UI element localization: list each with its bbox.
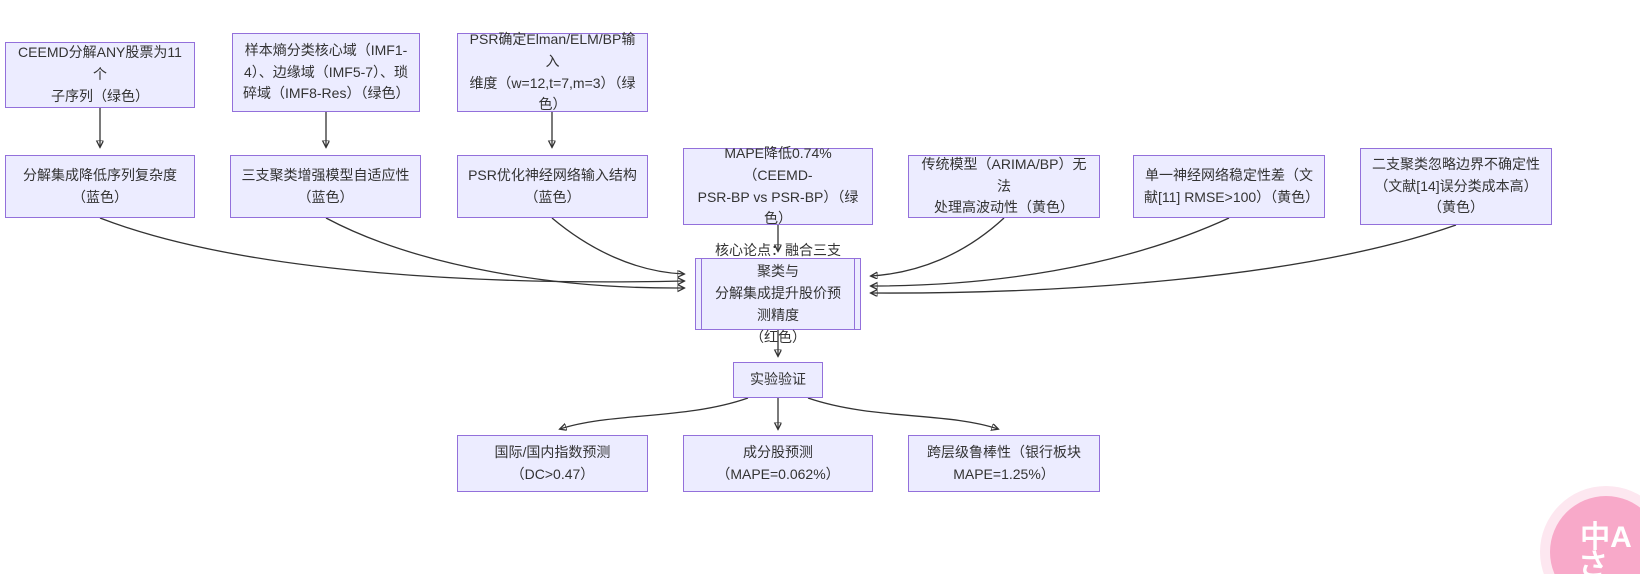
node-ceemd-decompose-label: CEEMD分解ANY股票为11个 子序列（绿色） bbox=[18, 44, 182, 104]
edge-singlenn-to-core bbox=[871, 217, 1230, 286]
node-decompose-integrate: 分解集成降低序列复杂度 （蓝色） bbox=[5, 155, 195, 218]
edge-experiment-to-index bbox=[560, 397, 749, 429]
node-traditional-models-label: 传统模型（ARIMA/BP）无法 处理高波动性（黄色） bbox=[921, 155, 1087, 216]
node-psr-optimize: PSR优化神经网络输入结构 （蓝色） bbox=[457, 155, 648, 218]
edge-experiment-to-robustness bbox=[807, 397, 998, 429]
node-single-nn-label: 单一神经网络稳定性差（文 献[11] RMSE>100）（黄色） bbox=[1144, 166, 1320, 205]
edge-cluster-to-core bbox=[325, 217, 684, 288]
node-mape-reduce: MAPE降低0.74%（CEEMD- PSR-BP vs PSR-BP）（绿 色… bbox=[683, 145, 873, 226]
node-cross-level-robustness-label: 跨层级鲁棒性（银行板块 MAPE=1.25%） bbox=[927, 443, 1081, 482]
node-experiment: 实验验证 bbox=[733, 362, 823, 398]
node-two-way-cluster-label: 二支聚类忽略边界不确定性 （文献[14]误分类成本高） （黄色） bbox=[1372, 155, 1540, 216]
translate-badge-text-top: 中A bbox=[1580, 520, 1632, 554]
node-constituent-prediction: 成分股预测 （MAPE=0.062%） bbox=[683, 435, 873, 492]
node-cross-level-robustness: 跨层级鲁棒性（银行板块 MAPE=1.25%） bbox=[908, 435, 1100, 492]
node-index-prediction: 国际/国内指数预测 （DC>0.47） bbox=[457, 435, 648, 492]
node-constituent-prediction-label: 成分股预测 （MAPE=0.062%） bbox=[716, 443, 840, 482]
node-experiment-label: 实验验证 bbox=[750, 371, 806, 388]
node-single-nn: 单一神经网络稳定性差（文 献[11] RMSE>100）（黄色） bbox=[1133, 155, 1325, 218]
translate-badge-text-bottom: さ bbox=[1578, 549, 1608, 574]
node-sample-entropy: 样本熵分类核心域（IMF1- 4）、边缘域（IMF5-7）、琐 碎域（IMF8-… bbox=[232, 33, 420, 112]
node-three-way-cluster: 三支聚类增强模型自适应性 （蓝色） bbox=[230, 155, 421, 218]
node-index-prediction-label: 国际/国内指数预测 （DC>0.47） bbox=[494, 443, 611, 482]
edge-decompose-to-core bbox=[99, 217, 684, 282]
node-psr-dimensions: PSR确定Elman/ELM/BP输入 维度（w=12,t=7,m=3）（绿 色… bbox=[457, 31, 648, 112]
node-sample-entropy-label: 样本熵分类核心域（IMF1- 4）、边缘域（IMF5-7）、琐 碎域（IMF8-… bbox=[243, 41, 410, 102]
translate-badge[interactable]: 中A さ bbox=[1550, 496, 1640, 574]
node-psr-optimize-label: PSR优化神经网络输入结构 （蓝色） bbox=[468, 166, 637, 205]
node-three-way-cluster-label: 三支聚类增强模型自适应性 （蓝色） bbox=[241, 166, 410, 205]
edge-psropt-to-core bbox=[551, 217, 684, 274]
edge-twoway-to-core bbox=[871, 224, 1457, 293]
edge-traditional-to-core bbox=[871, 217, 1005, 276]
node-two-way-cluster: 二支聚类忽略边界不确定性 （文献[14]误分类成本高） （黄色） bbox=[1360, 148, 1552, 225]
node-core-thesis-label: 核心论点：融合三支聚类与 分解集成提升股价预测精度 （红色） bbox=[715, 241, 841, 345]
node-mape-reduce-label: MAPE降低0.74%（CEEMD- PSR-BP vs PSR-BP）（绿 色… bbox=[697, 145, 859, 227]
node-traditional-models: 传统模型（ARIMA/BP）无法 处理高波动性（黄色） bbox=[908, 155, 1100, 218]
node-core-thesis: 核心论点：融合三支聚类与 分解集成提升股价预测精度 （红色） bbox=[695, 242, 861, 345]
node-decompose-integrate-label: 分解集成降低序列复杂度 （蓝色） bbox=[23, 166, 177, 205]
node-psr-dimensions-label: PSR确定Elman/ELM/BP输入 维度（w=12,t=7,m=3）（绿 色… bbox=[469, 31, 636, 113]
node-ceemd-decompose: CEEMD分解ANY股票为11个 子序列（绿色） bbox=[5, 42, 195, 108]
